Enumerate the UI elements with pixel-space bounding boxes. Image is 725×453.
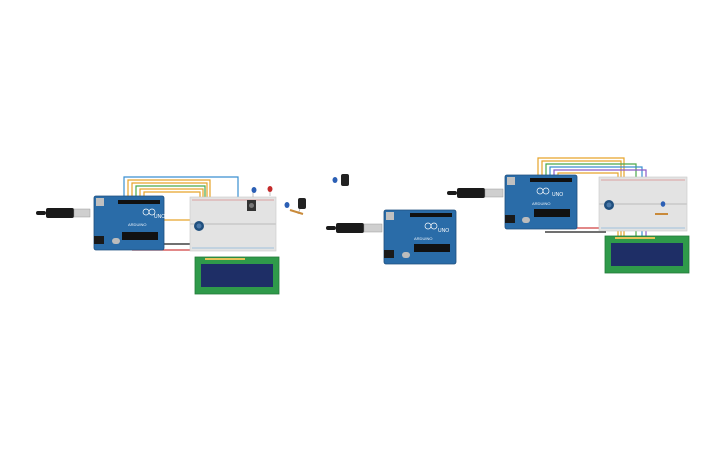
board-brand-2: ARDUINO xyxy=(414,236,432,241)
potentiometer-1[interactable] xyxy=(194,221,204,231)
led-red-1[interactable] xyxy=(267,186,273,196)
lcd-display-3[interactable] xyxy=(604,235,690,274)
breadboard-3[interactable] xyxy=(598,176,688,232)
resistor-1[interactable] xyxy=(289,209,304,215)
arduino-board-2[interactable]: UNO ARDUINO xyxy=(383,209,457,265)
board-label-1: UNO xyxy=(154,214,165,220)
potentiometer-3[interactable] xyxy=(604,200,614,210)
board-brand-3: ARDUINO xyxy=(532,201,550,206)
circuit-2[interactable]: UNO ARDUINO xyxy=(326,174,457,265)
circuit-1[interactable]: UNO ARDUINO xyxy=(36,176,306,295)
capacitor-1[interactable] xyxy=(297,198,306,215)
pushbutton-1[interactable] xyxy=(247,200,256,211)
led-blue-2[interactable] xyxy=(332,177,338,183)
board-label-2: UNO xyxy=(438,228,449,234)
arduino-board-3[interactable]: UNO ARDUINO xyxy=(504,174,578,230)
board-label-3: UNO xyxy=(552,192,563,198)
lcd-display-1[interactable] xyxy=(194,256,280,295)
led-blue-3[interactable] xyxy=(660,201,666,207)
circuit-3[interactable]: UNO ARDUINO xyxy=(447,157,690,274)
usb-cable-3[interactable] xyxy=(447,188,504,198)
arduino-board-1[interactable]: UNO ARDUINO xyxy=(93,195,165,251)
led-blue-1[interactable] xyxy=(251,187,257,197)
board-brand-1: ARDUINO xyxy=(128,222,146,227)
led-blue-loose-1[interactable] xyxy=(284,202,290,208)
breadboard-1[interactable] xyxy=(189,196,277,252)
usb-cable-2[interactable] xyxy=(326,223,383,233)
usb-cable-1[interactable] xyxy=(36,208,91,218)
capacitor-2[interactable] xyxy=(341,174,349,186)
